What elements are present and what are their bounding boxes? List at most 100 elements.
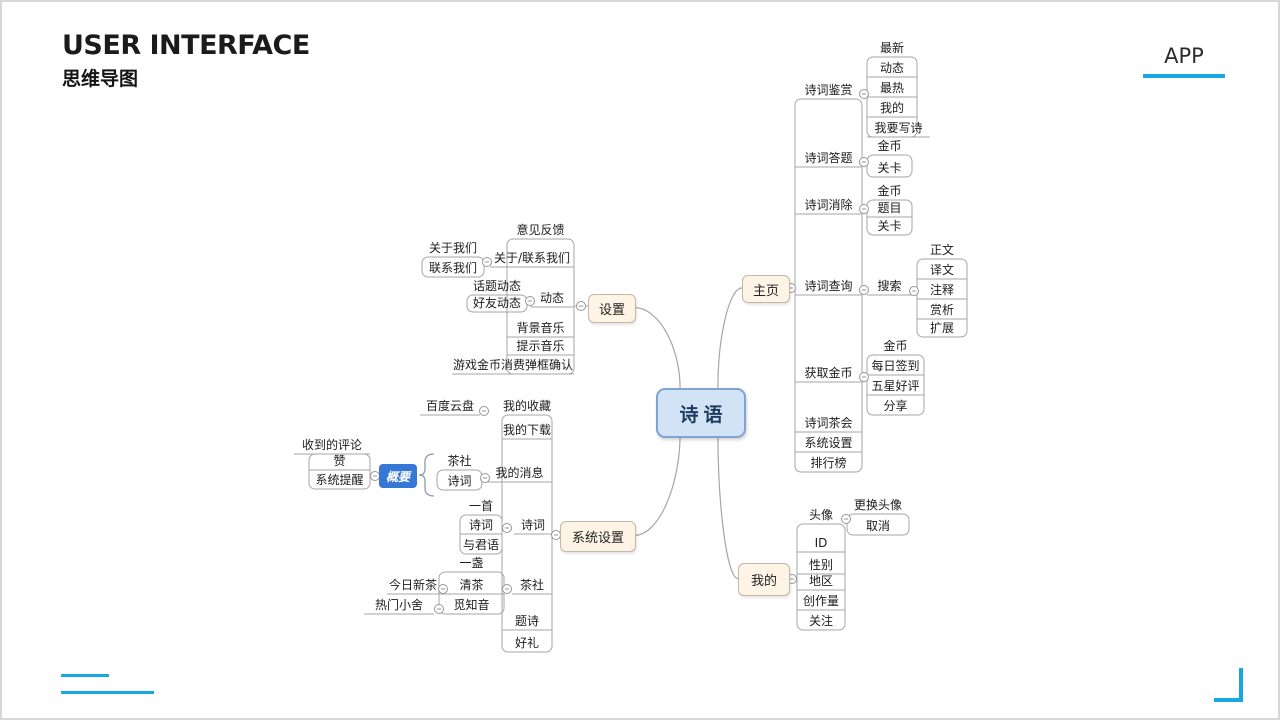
mindmap-topic[interactable]: 我的下载: [502, 423, 551, 437]
mindmap-topic[interactable]: 题诗: [514, 614, 539, 628]
mindmap-topic[interactable]: 百度云盘: [425, 399, 474, 413]
root-topic[interactable]: 诗语: [656, 388, 746, 438]
mindmap-topic[interactable]: 我要写诗: [874, 121, 923, 135]
branch-connector: [633, 306, 681, 389]
collapse-icon[interactable]: [502, 523, 512, 533]
mindmap-topic[interactable]: 茶社: [447, 454, 472, 468]
mindmap-topic[interactable]: 我的收藏: [502, 399, 551, 413]
group-outline: [796, 523, 846, 631]
collapse-icon[interactable]: [482, 257, 492, 267]
mindmap-topic[interactable]: 诗词答题: [804, 151, 853, 165]
branch-connector: [633, 433, 681, 537]
group-outline: [421, 256, 485, 278]
collapse-icon[interactable]: [859, 157, 869, 167]
mindmap-topic[interactable]: 话题动态: [472, 279, 521, 293]
mindmap-topic[interactable]: 最新: [879, 41, 904, 55]
mindmap-topic[interactable]: 搜索: [877, 279, 902, 293]
collapse-icon[interactable]: [859, 89, 869, 99]
mindmap-topic[interactable]: 提示音乐: [516, 339, 565, 353]
mindmap-topic[interactable]: 系统设置: [804, 436, 853, 450]
mindmap-topic[interactable]: 每日签到: [871, 359, 920, 373]
collapse-icon[interactable]: [859, 372, 869, 382]
deco-line-short: [61, 674, 109, 677]
mindmap-topic[interactable]: ID: [814, 536, 828, 550]
mindmap-topic[interactable]: 动态: [539, 291, 564, 305]
collapse-icon[interactable]: [859, 285, 869, 295]
mindmap-topic[interactable]: 金币: [877, 184, 902, 198]
branch-connector: [717, 433, 739, 580]
mindmap-topic[interactable]: 一盏: [459, 556, 484, 570]
mindmap-topic[interactable]: 清茶: [459, 578, 484, 592]
collapse-icon[interactable]: [525, 296, 535, 306]
mindmap-topic[interactable]: 注释: [929, 283, 954, 297]
collapse-icon[interactable]: [909, 286, 919, 296]
mindmap-topic[interactable]: 诗词消除: [804, 198, 853, 212]
summary-topic[interactable]: 概要: [379, 464, 417, 488]
mindmap-topic[interactable]: 头像: [808, 508, 833, 522]
mindmap-topic[interactable]: 关卡: [877, 219, 902, 233]
mindmap-topic[interactable]: 今日新茶: [388, 578, 437, 592]
mindmap-topic[interactable]: 译文: [929, 263, 954, 277]
mindmap-topic[interactable]: 排行榜: [810, 456, 847, 470]
mindmap-topic[interactable]: 正文: [929, 243, 954, 257]
mindmap-topic[interactable]: 好礼: [514, 636, 539, 650]
mindmap-topic[interactable]: 我的: [879, 101, 904, 115]
group-outline: [916, 258, 968, 338]
mindmap-topic[interactable]: 地区: [808, 574, 833, 588]
branch-sysset[interactable]: 系统设置: [560, 521, 636, 552]
mindmap-topic[interactable]: 诗词查询: [804, 279, 853, 293]
mindmap-topic[interactable]: 关卡: [877, 161, 902, 175]
mindmap-topic[interactable]: 最热: [879, 81, 904, 95]
collapse-icon[interactable]: [576, 301, 586, 311]
mindmap-topic[interactable]: 性别: [808, 558, 833, 572]
mindmap-topic[interactable]: 金币: [883, 339, 908, 353]
mindmap-topic[interactable]: 诗词茶会: [804, 416, 853, 430]
group-outline: [866, 354, 925, 416]
mindmap-topic[interactable]: 关于我们: [428, 241, 477, 255]
mindmap-topic[interactable]: 取消: [865, 519, 890, 533]
mindmap-topic[interactable]: 茶社: [519, 578, 544, 592]
mindmap-topic[interactable]: 联系我们: [428, 261, 477, 275]
mindmap-topic[interactable]: 关于/联系我们: [493, 251, 571, 265]
mindmap-topic[interactable]: 诗词: [520, 518, 545, 532]
branch-settings[interactable]: 设置: [588, 294, 636, 323]
branch-mine[interactable]: 我的: [738, 563, 790, 596]
mindmap-topic[interactable]: 五星好评: [871, 379, 920, 393]
mindmap-topic[interactable]: 赞: [333, 454, 346, 468]
collapse-icon[interactable]: [859, 204, 869, 214]
mindmap-topic[interactable]: 一首: [468, 499, 493, 513]
mindmap-topic[interactable]: 创作量: [802, 594, 839, 608]
mindmap-topic[interactable]: 诗词: [447, 474, 472, 488]
app-badge: APP: [1164, 44, 1204, 68]
mindmap-topic[interactable]: 获取金币: [804, 366, 853, 380]
collapse-icon[interactable]: [502, 584, 512, 594]
mindmap-topic[interactable]: 我的消息: [495, 466, 544, 480]
mindmap-topic[interactable]: 系统提醒: [315, 473, 364, 487]
mindmap-topic[interactable]: 扩展: [929, 321, 954, 335]
mindmap-topic[interactable]: 赏析: [929, 303, 954, 317]
mindmap-topic[interactable]: 与君语: [462, 538, 499, 552]
mindmap-topic[interactable]: 题目: [877, 201, 902, 215]
mindmap-topic[interactable]: 金币: [877, 139, 902, 153]
mindmap-topic[interactable]: 热门小舍: [374, 598, 423, 612]
mindmap-topic[interactable]: 好友动态: [472, 296, 521, 310]
mindmap-topic[interactable]: 更换头像: [853, 498, 902, 512]
mindmap-topic[interactable]: 收到的评论: [301, 438, 362, 452]
mindmap-topic[interactable]: 关注: [808, 614, 833, 628]
collapse-icon[interactable]: [841, 514, 851, 524]
mindmap-topic[interactable]: 觅知音: [453, 598, 490, 612]
mindmap-topic[interactable]: 意见反馈: [516, 223, 565, 237]
mindmap-topic[interactable]: 背景音乐: [516, 321, 565, 335]
mindmap-topic[interactable]: 动态: [879, 61, 904, 75]
mindmap-topic[interactable]: 诗词: [468, 518, 493, 532]
collapse-icon[interactable]: [479, 406, 489, 416]
collapse-icon[interactable]: [438, 584, 448, 594]
mindmap-topic[interactable]: 游戏金币消费弹框确认: [452, 358, 573, 372]
branch-home[interactable]: 主页: [742, 275, 790, 303]
mindmap-topic[interactable]: 分享: [883, 399, 908, 413]
mindmap-topic[interactable]: 诗词鉴赏: [804, 83, 853, 97]
collapse-icon[interactable]: [480, 473, 490, 483]
deco-line-long: [61, 691, 154, 694]
collapse-icon[interactable]: [434, 604, 444, 614]
